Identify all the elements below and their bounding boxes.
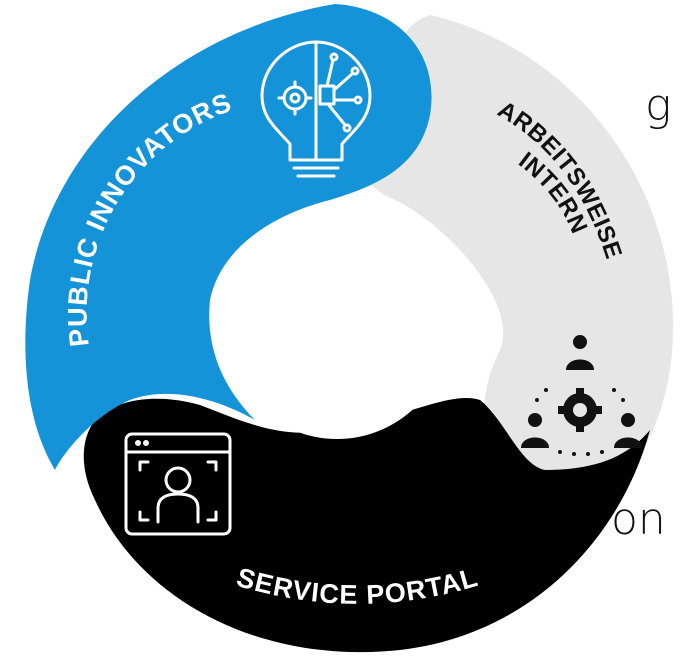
- center-circle: [225, 215, 449, 439]
- team-gear-icon: [521, 335, 642, 456]
- clipped-text-bottom: on: [611, 494, 666, 545]
- lightbulb-circuit-icon: [260, 40, 372, 178]
- clipped-text-top: g: [645, 80, 672, 131]
- user-profile-window-icon: [124, 432, 232, 536]
- segment-public-innovators: [25, 4, 432, 470]
- segment-service-portal: [83, 397, 650, 653]
- segment-arbeitsweise-intern: [363, 15, 674, 493]
